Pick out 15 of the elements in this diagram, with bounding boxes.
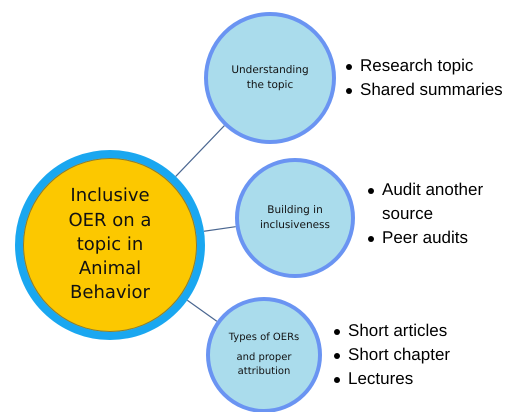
step-label: Understanding the topic — [230, 63, 310, 93]
connector-line — [204, 226, 236, 232]
bullet-item: Research topic — [344, 54, 510, 78]
bullet-item: Short articles — [332, 319, 502, 343]
step-label: Types of OERs — [228, 331, 300, 345]
step-label: and proper attribution — [236, 351, 292, 379]
step-label: Building in inclusiveness — [258, 203, 332, 233]
bullet-item: Audit another source — [366, 178, 506, 226]
connector-line — [175, 125, 225, 177]
bullet-item: Peer audits — [366, 226, 506, 250]
connector-line — [186, 300, 218, 322]
bullet-item: Short chapter — [332, 343, 502, 367]
bullet-item: Lectures — [332, 367, 502, 391]
topic-title: Inclusive OER on a topic in Animal Behavior — [68, 184, 152, 306]
bullet-item: Shared summaries — [344, 78, 510, 102]
